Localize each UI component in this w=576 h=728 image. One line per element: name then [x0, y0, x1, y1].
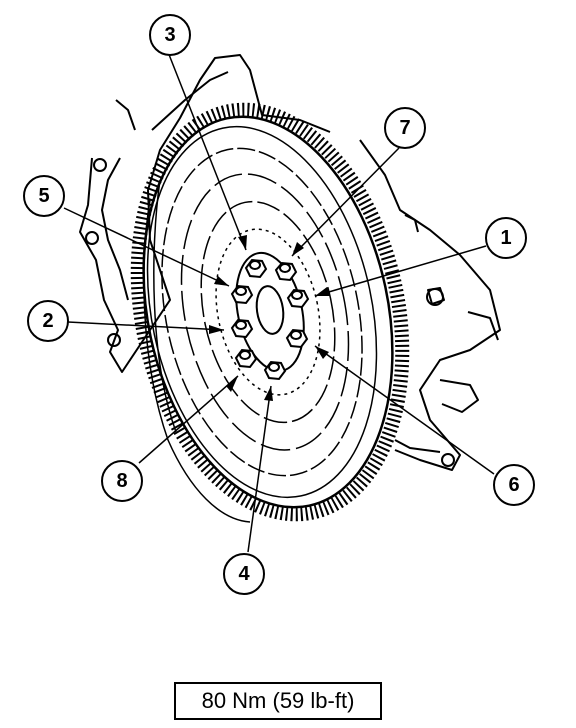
callout-3: 3 [149, 14, 191, 56]
bolt-2-head [230, 318, 254, 339]
bolt-5-head [230, 284, 254, 305]
callout-7: 7 [384, 107, 426, 149]
callout-5: 5 [23, 175, 65, 217]
svg-text:7: 7 [399, 117, 410, 139]
svg-text:8: 8 [116, 470, 127, 492]
flywheel-outer-rim [142, 115, 394, 509]
leader-arrowheads [209, 235, 330, 401]
svg-text:3: 3 [164, 24, 175, 46]
flywheel [130, 102, 410, 523]
flywheel-center-bore [255, 285, 285, 335]
callout-4: 4 [223, 553, 265, 595]
arrowhead-8 [226, 376, 238, 392]
svg-text:6: 6 [508, 474, 519, 496]
svg-text:4: 4 [238, 563, 250, 585]
svg-text:1: 1 [500, 227, 511, 249]
arrowhead-3 [238, 235, 247, 250]
arrowhead-7 [292, 242, 304, 256]
svg-text:2: 2 [42, 310, 53, 332]
arrowhead-4 [264, 386, 273, 401]
arrowhead-6 [315, 346, 329, 359]
flywheel-bolts [230, 258, 310, 381]
callout-2: 2 [27, 300, 69, 342]
callout-8: 8 [101, 460, 143, 502]
arrowhead-2 [209, 325, 224, 334]
torque-specification-label: 80 Nm (59 lb-ft) [174, 682, 382, 720]
bolt-6-head [285, 328, 309, 349]
svg-text:5: 5 [38, 185, 49, 207]
bolt-1-head [286, 288, 310, 309]
callout-6: 6 [493, 464, 535, 506]
arrowhead-1 [315, 287, 330, 296]
arrowhead-5 [214, 276, 229, 286]
bolt-3-head [244, 258, 268, 279]
bolt-7-head [274, 261, 298, 282]
flywheel-ring-gear [130, 102, 410, 522]
bolt-8-head [234, 348, 258, 369]
bolt-4-head [263, 360, 287, 381]
leader-lines [63, 51, 495, 553]
callout-1: 1 [485, 217, 527, 259]
